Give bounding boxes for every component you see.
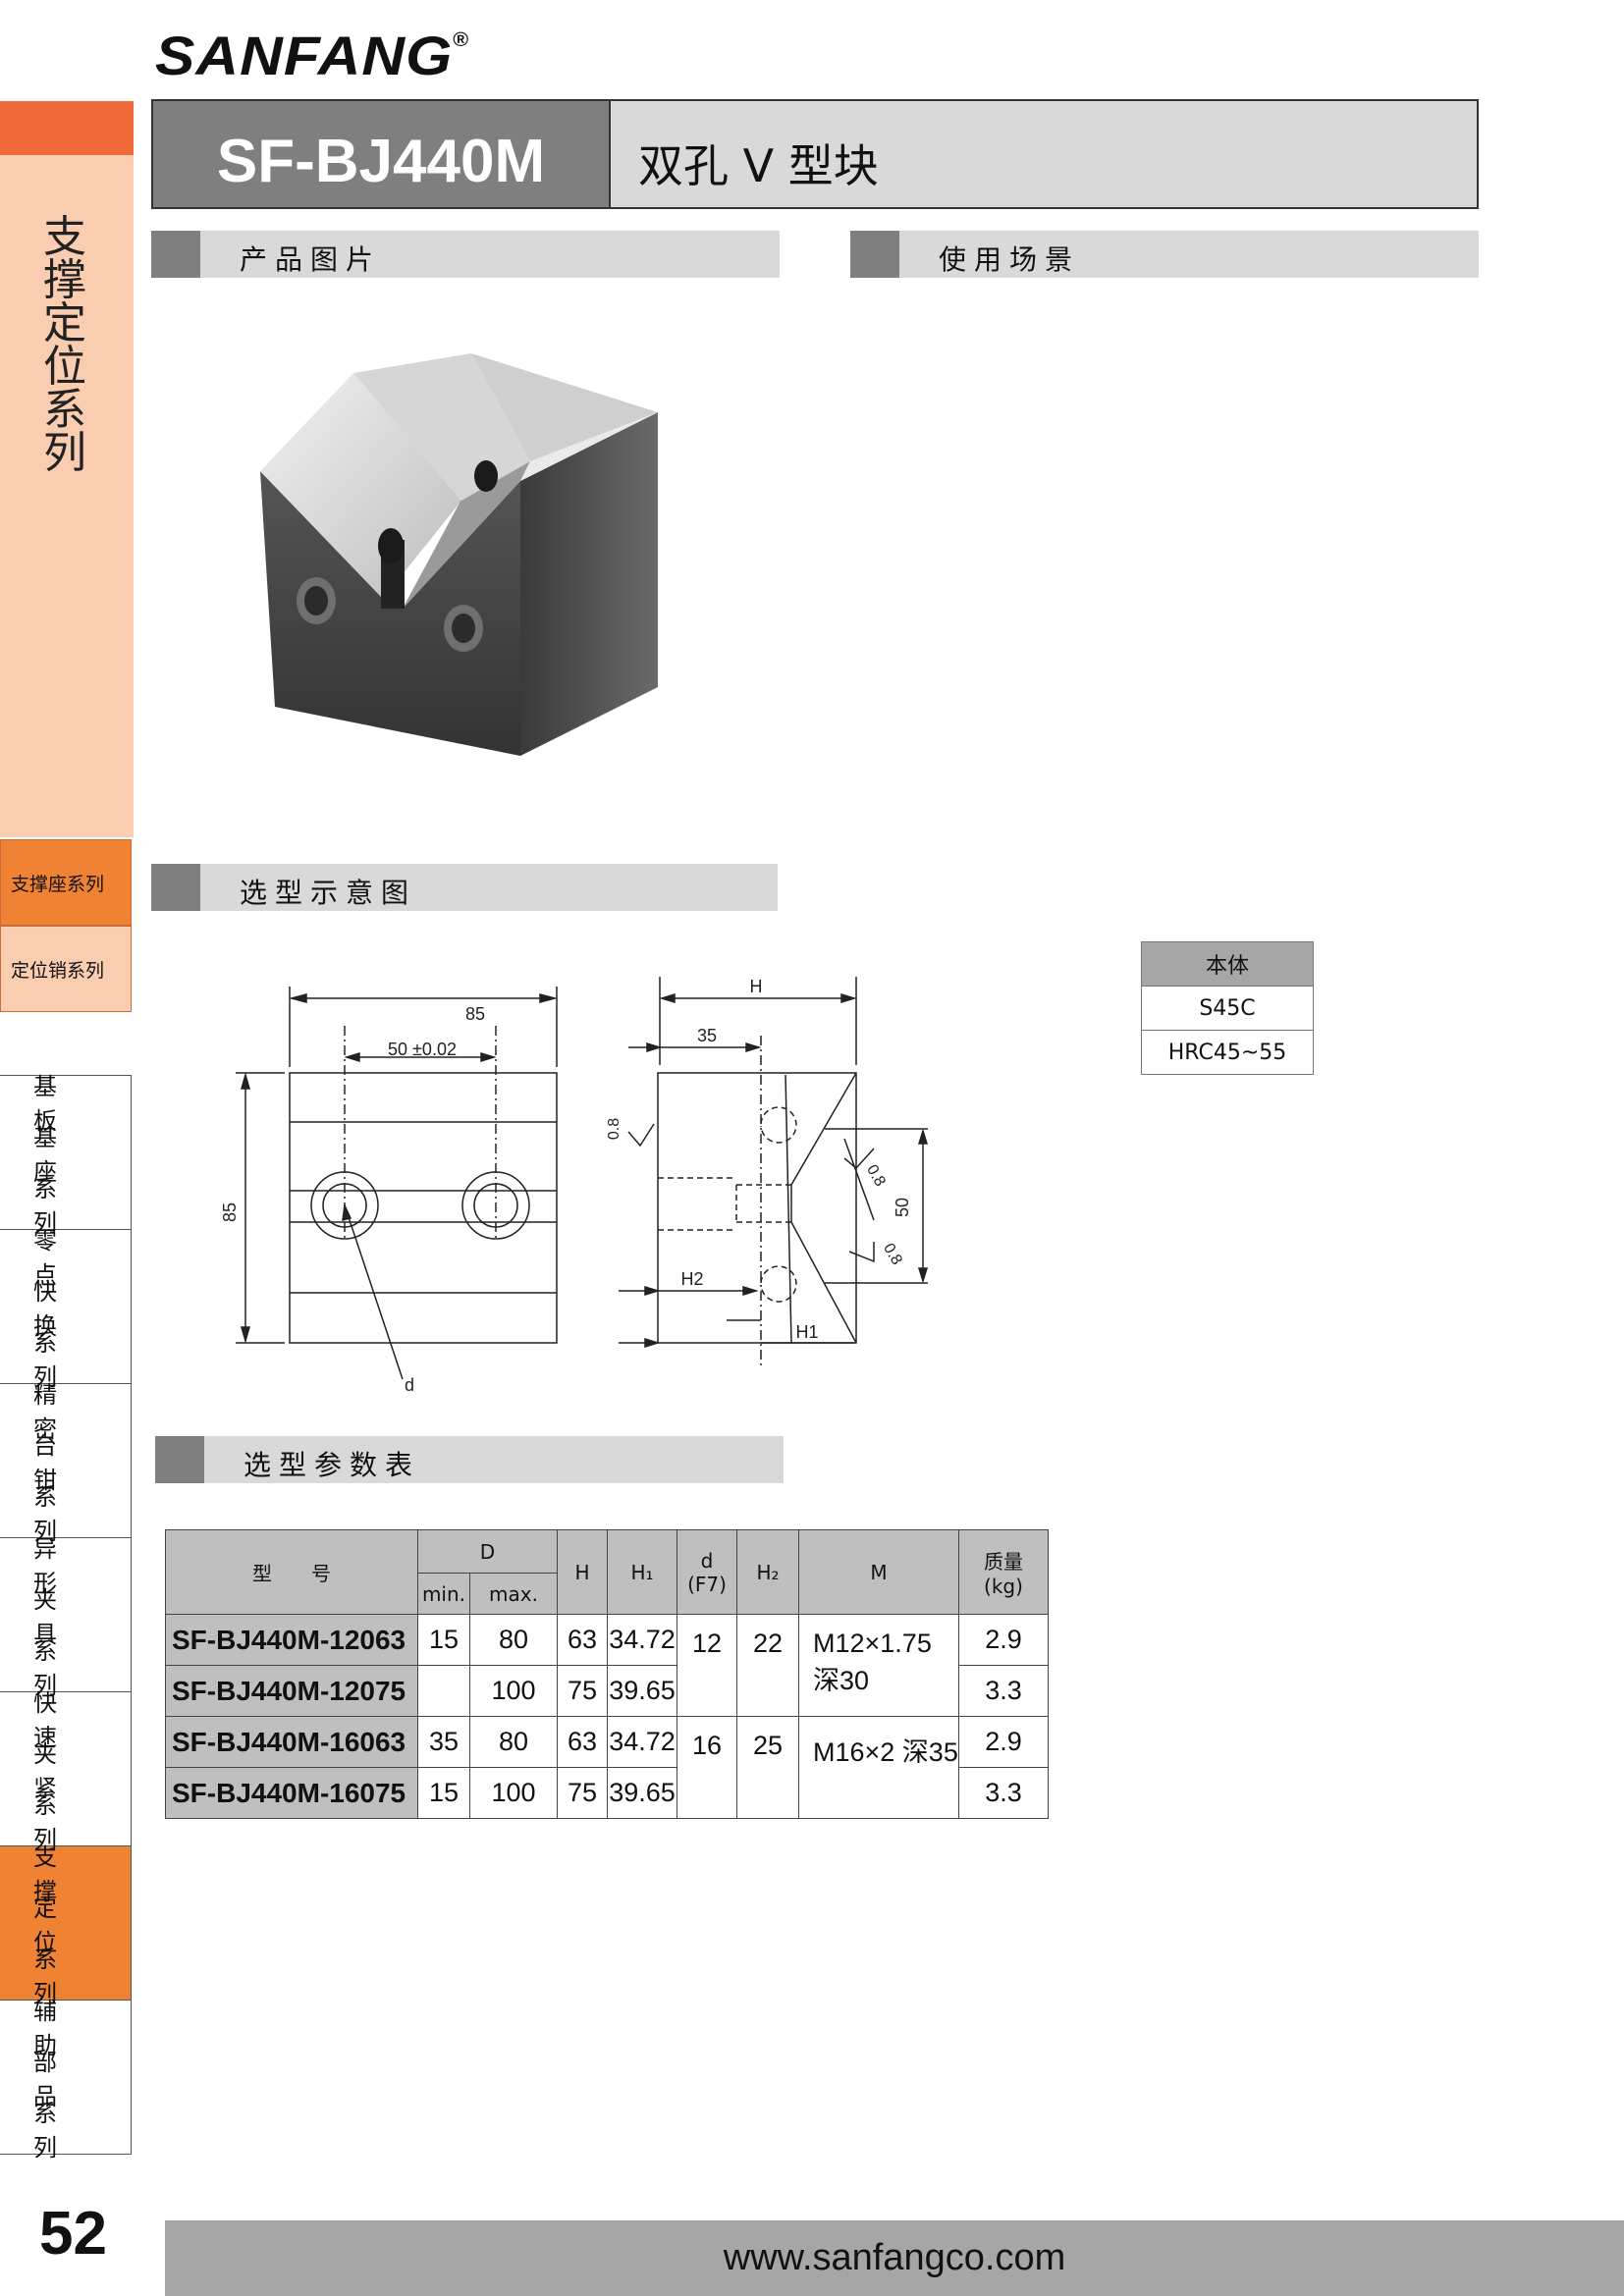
label-H1: H1 [795, 1322, 818, 1342]
col-H2: H₂ [736, 1529, 799, 1615]
hardness-value: HRC45~55 [1141, 1030, 1314, 1075]
table-row: SF-BJ440M-12063 15 80 63 34.72 12 22 M12… [165, 1614, 1049, 1717]
footer-bar: www.sanfangco.com [165, 2220, 1624, 2296]
dim-85-side: 85 [220, 1202, 240, 1222]
table-row: SF-BJ440M-16063 35 80 63 34.72 16 25 M16… [165, 1716, 1049, 1819]
section-params: 选型参数表 [155, 1436, 784, 1483]
table-row: SF-BJ440M-12075 100 75 39.65 3.3 [165, 1665, 1049, 1717]
col-mass: 质量(kg) [958, 1529, 1049, 1615]
product-name: 双孔 V 型块 [638, 139, 879, 192]
roughness-c: 0.8 [880, 1241, 905, 1268]
section-schematic: 选型示意图 [151, 864, 778, 911]
section-photo: 产品图片 [151, 231, 780, 278]
category-nav: 基 板 基 座 系 列 零 点 快 换 系 列 精 密 台 钳 系 列 异 形 … [0, 1073, 132, 2162]
schematic-drawing: 85 50 ±0.02 85 d H 35 50 H2 H1 0.8 0.8 0… [220, 977, 929, 1395]
label-H2: H2 [680, 1269, 703, 1289]
subnav-support-seat[interactable]: 支撑座系列 [0, 839, 132, 926]
category-special-fixture[interactable]: 异 形 夹 具 系 列 [0, 1535, 132, 1699]
col-H1: H₁ [607, 1529, 677, 1615]
rail-accent-block [0, 101, 134, 155]
category-precision-vise[interactable]: 精 密 台 钳 系 列 [0, 1381, 132, 1545]
category-baseplate[interactable]: 基 板 基 座 系 列 [0, 1073, 132, 1237]
material-value: S45C [1141, 986, 1314, 1031]
col-D-max: max. [469, 1573, 558, 1615]
param-table: 型 号 D H H₁ d(F7) H₂ M 质量(kg) min. max. S… [165, 1529, 1049, 1819]
dim-85-top: 85 [465, 1004, 485, 1024]
material-table: 本体 S45C HRC45~55 [1141, 941, 1314, 1075]
col-d: d(F7) [677, 1529, 737, 1615]
website-link[interactable]: www.sanfangco.com [723, 2237, 1066, 2278]
dim-50-right: 50 [893, 1198, 912, 1217]
subnav-locating-pin[interactable]: 定位销系列 [0, 926, 132, 1012]
col-D: D [417, 1529, 558, 1574]
col-H: H [557, 1529, 608, 1615]
category-accessories[interactable]: 辅 助 部 品 系 列 [0, 1998, 132, 2162]
roughness-b: 0.8 [863, 1162, 889, 1190]
label-d: d [405, 1375, 414, 1395]
col-model: 型 号 [165, 1529, 418, 1615]
product-photo [260, 353, 658, 756]
dim-35: 35 [697, 1026, 717, 1045]
page-number: 52 [39, 2200, 107, 2268]
dim-50-tol: 50 ±0.02 [388, 1040, 457, 1059]
dim-H: H [750, 977, 763, 996]
col-M: M [798, 1529, 959, 1615]
product-header: SF-BJ440M 双孔 V 型块 [151, 99, 1479, 209]
category-zero-point[interactable]: 零 点 快 换 系 列 [0, 1227, 132, 1391]
table-row: SF-BJ440M-16075 15 100 75 39.65 3.3 [165, 1767, 1049, 1819]
col-D-min: min. [417, 1573, 470, 1615]
section-usage: 使用场景 [850, 231, 1479, 278]
brand-logo: SANFANG® [155, 25, 470, 86]
material-header: 本体 [1141, 941, 1314, 987]
rail-series-panel [0, 155, 134, 837]
roughness-a: 0.8 [606, 1118, 623, 1140]
product-code: SF-BJ440M [153, 101, 611, 207]
category-quick-clamp[interactable]: 快 速 夹 紧 系 列 [0, 1689, 132, 1853]
category-support-locating[interactable]: 支 撑 定 位 系 列 [0, 1843, 132, 2007]
series-title: 支撑定位系列 [43, 212, 86, 478]
